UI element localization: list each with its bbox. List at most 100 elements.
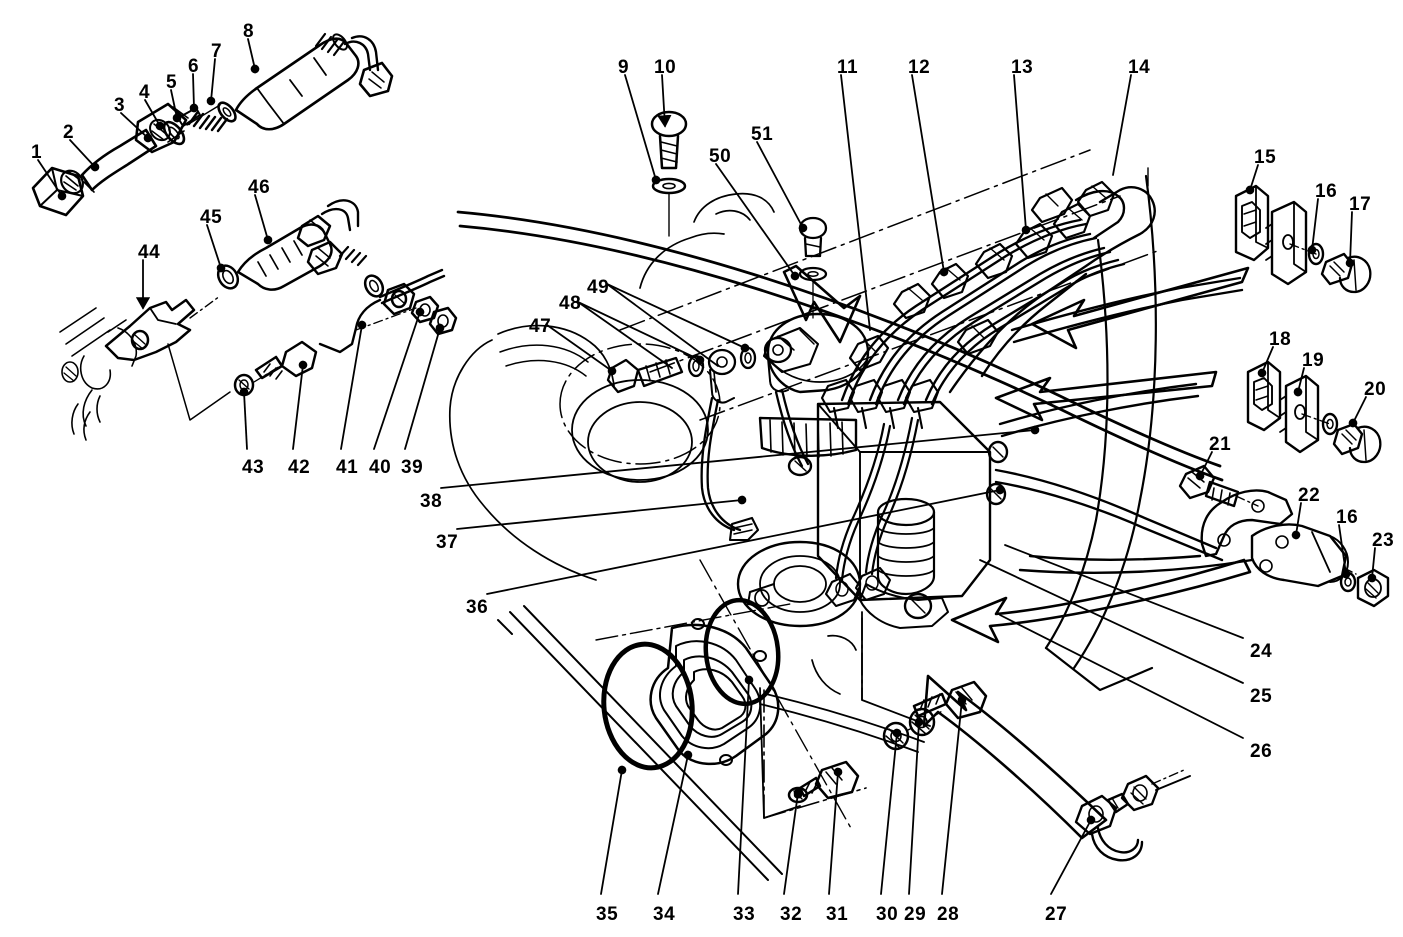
callout-number-47: 47: [529, 316, 552, 337]
leader-line-36: [486, 485, 1005, 595]
leader-line-16: [1338, 524, 1351, 579]
callout-number-49: 49: [587, 277, 610, 298]
leader-line-23: [1367, 547, 1377, 583]
callout-number-29: 29: [904, 904, 927, 925]
bolt-10-washer-9-group: [650, 110, 688, 237]
callout-number-10: 10: [654, 57, 677, 78]
leader-line-51: [756, 141, 808, 233]
callout-number-33: 33: [733, 904, 756, 925]
callout-number-32: 32: [780, 904, 803, 925]
leader-line-17: [1345, 211, 1355, 268]
leader-line-45: [206, 224, 226, 273]
leader-line-34: [657, 750, 693, 895]
leader-line-18: [1257, 346, 1274, 378]
engine-block-outline: [448, 149, 1224, 881]
bracket-assembly-21-23: [1018, 464, 1390, 608]
callout-number-31: 31: [826, 904, 849, 925]
leader-line-42: [292, 360, 308, 450]
leader-line-6: [189, 73, 199, 113]
callout-number-45: 45: [200, 207, 223, 228]
leader-line-35: [600, 765, 627, 895]
leader-line-15: [1245, 164, 1259, 195]
leader-line-30: [880, 728, 902, 895]
leader-line-31: [828, 767, 843, 895]
leader-line-48: [577, 301, 705, 365]
leader-line-27: [1050, 815, 1096, 895]
leader-line-14: [1112, 74, 1132, 176]
leader-line-33: [737, 675, 754, 895]
callout-number-6: 6: [188, 56, 200, 77]
leader-line-5: [170, 89, 182, 123]
callout-number-35: 35: [596, 904, 619, 925]
leader-line-38: [440, 425, 1040, 489]
callout-number-2: 2: [63, 122, 75, 143]
callout-number-51: 51: [751, 124, 774, 145]
leader-line-39: [404, 323, 445, 450]
leader-line-20: [1348, 396, 1367, 428]
leader-line-50: [715, 163, 800, 281]
leader-line-46: [254, 194, 273, 245]
callout-number-36: 36: [466, 597, 489, 618]
callout-number-12: 12: [908, 57, 931, 78]
leader-line-3: [120, 112, 153, 143]
callout-number-8: 8: [243, 21, 255, 42]
callout-number-46: 46: [248, 177, 271, 198]
leader-line-19: [1293, 367, 1305, 397]
leader-line-10: [657, 74, 672, 128]
callout-number-1: 1: [31, 142, 43, 163]
callout-number-18: 18: [1269, 329, 1292, 350]
cover-gasket-fasteners-group: [595, 597, 988, 819]
callout-number-39: 39: [401, 457, 424, 478]
callout-number-28: 28: [937, 904, 960, 925]
callout-number-48: 48: [559, 293, 582, 314]
leader-line-16: [1307, 198, 1319, 255]
leader-line-41: [340, 320, 367, 450]
callout-number-16: 16: [1336, 507, 1359, 528]
leader-line-7: [206, 58, 216, 106]
assembly-direction-arrows: [782, 264, 1252, 840]
callout-number-20: 20: [1364, 379, 1387, 400]
fitting-47-48-49-group: [606, 326, 820, 542]
callout-number-34: 34: [653, 904, 676, 925]
callout-number-44: 44: [138, 242, 161, 263]
leader-line-24: [1004, 544, 1244, 639]
leader-line-25: [979, 559, 1244, 684]
callout-number-3: 3: [114, 95, 126, 116]
callout-number-17: 17: [1349, 194, 1372, 215]
callout-number-41: 41: [336, 457, 359, 478]
leader-line-22: [1291, 502, 1302, 540]
callout-number-22: 22: [1298, 485, 1321, 506]
callout-number-40: 40: [369, 457, 392, 478]
leader-line-11: [840, 74, 871, 331]
leader-line-43: [239, 387, 249, 450]
callout-number-16: 16: [1315, 181, 1338, 202]
leader-line-49: [606, 283, 750, 353]
leader-line-32: [783, 788, 803, 895]
leader-line-12: [911, 74, 949, 277]
leader-line-48: [577, 301, 673, 369]
leader-line-37: [456, 495, 747, 530]
callout-number-11: 11: [837, 57, 859, 78]
leader-line-21: [1195, 451, 1213, 481]
callout-number-50: 50: [709, 146, 732, 167]
leader-line-47: [546, 324, 617, 376]
callout-number-43: 43: [242, 457, 265, 478]
callout-number-38: 38: [420, 491, 443, 512]
leader-line-1: [37, 159, 67, 201]
banjo-fitting-27: [1074, 769, 1191, 862]
callout-number-30: 30: [876, 904, 899, 925]
callout-number-25: 25: [1250, 686, 1273, 707]
callout-number-21: 21: [1209, 434, 1232, 455]
leader-line-26: [999, 614, 1244, 739]
leader-line-13: [1013, 74, 1031, 235]
leader-line-9: [624, 74, 661, 185]
clamp-assembly-18-20: [1246, 360, 1382, 464]
leader-line-40: [373, 307, 425, 450]
leader-line-49: [606, 283, 719, 367]
callout-number-19: 19: [1302, 350, 1325, 371]
leader-line-28: [941, 695, 967, 895]
callout-number-26: 26: [1250, 741, 1273, 762]
callout-number-4: 4: [139, 82, 151, 103]
